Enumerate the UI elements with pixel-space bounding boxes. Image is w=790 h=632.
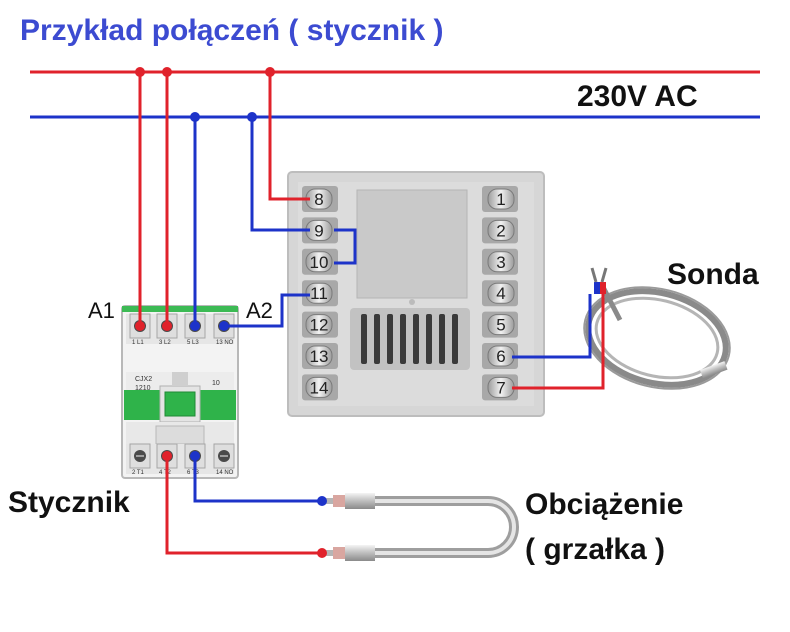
junction-dot — [190, 321, 200, 331]
controller-terminal-number: 12 — [310, 316, 329, 335]
controller-terminal-number: 5 — [496, 316, 505, 335]
controller-terminal-3: 3 — [482, 248, 518, 275]
junction-dot — [317, 548, 327, 558]
wiring — [138, 72, 605, 555]
junction-dot — [162, 451, 172, 461]
wire-jumper-9-10 — [334, 228, 357, 265]
temperature-probe — [583, 267, 731, 390]
controller-terminal-number: 8 — [314, 190, 323, 209]
vent-slots — [361, 314, 458, 364]
controller-terminal-number: 10 — [310, 253, 329, 272]
controller-terminal-number: 14 — [310, 378, 329, 397]
wire-terminal-11-to-coil-a2 — [224, 293, 310, 328]
controller-left-terminal-block: 8 9 10 11 12 13 14 — [302, 186, 338, 401]
contactor-label: Stycznik — [8, 486, 130, 519]
heater-terminal-top — [322, 493, 375, 509]
junction-dot — [247, 112, 257, 122]
probe-label: Sonda — [667, 258, 759, 291]
wire-contactor-t3-to-heater — [193, 456, 322, 503]
wire-neutral-to-terminal-9 — [250, 117, 310, 232]
wire-terminal-6-to-probe — [512, 294, 592, 359]
heater-element — [322, 493, 519, 561]
wire-contactor-t2-to-heater — [165, 456, 322, 555]
probe-fork-lugs — [590, 267, 608, 283]
page-title: Przykład połączeń ( stycznik ) — [20, 14, 444, 47]
controller-terminal-number: 7 — [496, 378, 505, 397]
contactor-bottom-terminal-3: 14 NO — [213, 443, 235, 476]
probe-plug-red — [600, 282, 606, 294]
wire-junctions — [135, 67, 327, 558]
junction-dot — [317, 496, 327, 506]
controller-display-window — [356, 189, 468, 299]
contactor-terminal-label: 4 T2 — [159, 470, 172, 476]
contactor-model-label: CJX2 — [135, 376, 152, 383]
contactor-aux-number: 10 — [212, 380, 220, 387]
heater-terminal-bottom — [322, 545, 375, 561]
supply-voltage-label: 230V AC — [577, 80, 698, 113]
controller-terminal-number: 2 — [496, 221, 505, 240]
contactor-terminal-label: 3 L2 — [159, 340, 171, 346]
controller-terminal-number: 9 — [314, 221, 323, 240]
controller-terminal-2: 2 — [482, 217, 518, 244]
contactor-terminal-label: 6 T3 — [187, 470, 200, 476]
controller-terminal-number: 13 — [310, 347, 329, 366]
controller-terminal-number: 1 — [496, 190, 505, 209]
controller-terminal-6: 6 — [482, 343, 518, 369]
junction-dot — [265, 67, 275, 77]
junction-dot — [135, 67, 145, 77]
load-label: Obciążenie — [525, 488, 684, 521]
controller-terminal-number: 6 — [496, 347, 505, 366]
wire-live-to-terminal-8 — [268, 72, 310, 201]
contactor-bottom-terminal-0: 2 T1 — [129, 443, 151, 476]
controller-terminal-number: 11 — [310, 284, 328, 303]
junction-dot — [190, 112, 200, 122]
junction-dot — [162, 67, 172, 77]
controller-indicator-dot — [409, 299, 415, 305]
controller-terminal-5: 5 — [482, 311, 518, 338]
contactor-terminal-label: 2 T1 — [132, 470, 145, 476]
contactor-terminal-label: 1 L1 — [132, 340, 144, 346]
controller-terminal-1: 1 — [482, 186, 518, 212]
probe-sensor-tip — [700, 361, 728, 379]
junction-dot — [219, 321, 229, 331]
contactor-model-label-2: 1210 — [135, 385, 151, 392]
junction-dot — [162, 321, 172, 331]
probe-plug-blue — [594, 282, 600, 294]
controller-terminal-11: 11 — [302, 280, 338, 307]
contactor-terminal-label: 13 NO — [216, 340, 234, 346]
junction-dot — [135, 321, 145, 331]
coil-a1-label: A1 — [88, 298, 115, 323]
controller-terminal-number: 4 — [496, 284, 505, 303]
wire-terminal-7-to-probe — [512, 294, 605, 390]
controller-terminal-9: 9 — [302, 217, 338, 244]
controller-terminal-12: 12 — [302, 311, 338, 338]
controller-right-terminal-block: 1 2 3 4 5 6 7 — [482, 186, 518, 401]
controller-terminal-8: 8 — [302, 186, 338, 212]
contactor-terminal-label: 14 NO — [216, 470, 234, 476]
controller-terminal-13: 13 — [302, 343, 338, 369]
controller-terminal-10: 10 — [302, 248, 338, 275]
controller-terminal-4: 4 — [482, 280, 518, 307]
controller-terminal-number: 3 — [496, 253, 505, 272]
contactor-terminal-label: 5 L3 — [187, 340, 199, 346]
load-sublabel: ( grzałka ) — [525, 533, 666, 566]
heater-tube — [367, 496, 519, 558]
coil-a2-label: A2 — [246, 298, 273, 323]
junction-dot — [190, 451, 200, 461]
controller-terminal-14: 14 — [302, 374, 338, 401]
